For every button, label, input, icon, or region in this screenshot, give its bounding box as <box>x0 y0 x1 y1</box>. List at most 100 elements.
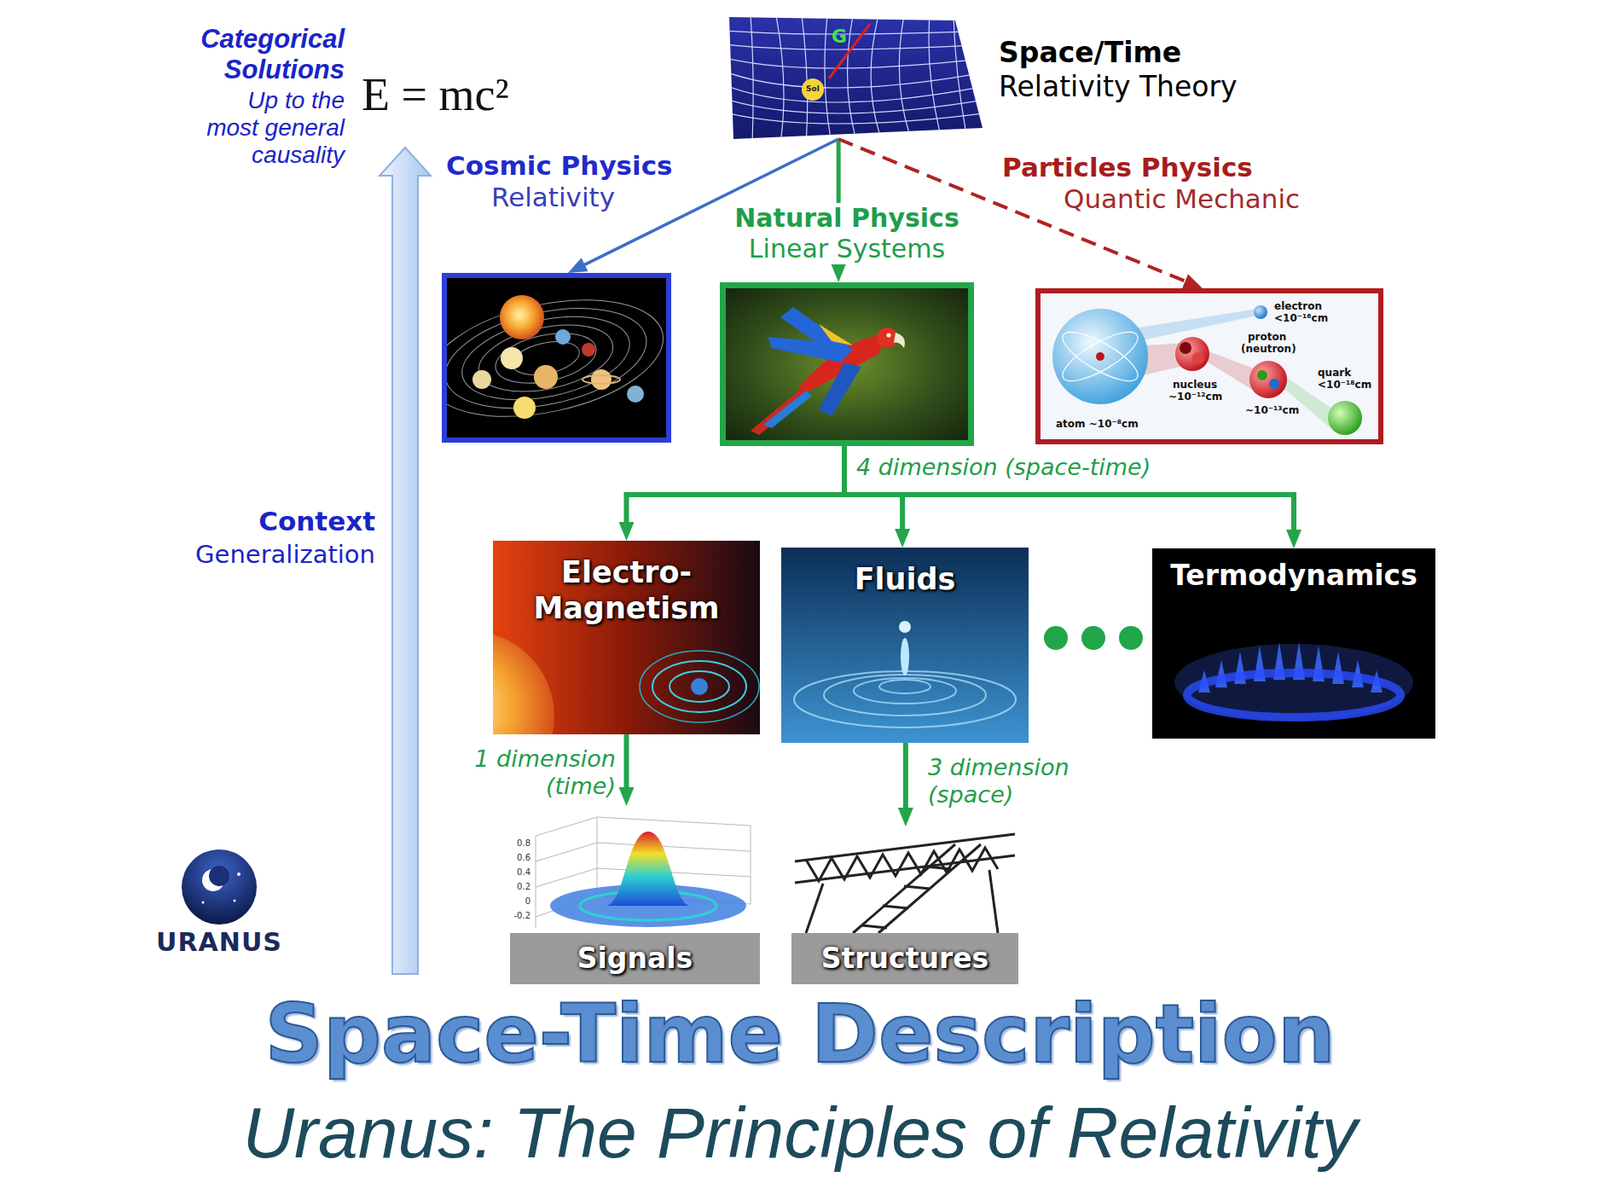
electromagnetism-picture <box>383 540 760 802</box>
heading-group: Natural PhysicsLinear Systems <box>668 202 1026 265</box>
solar-system-picture <box>417 278 674 438</box>
signals-panel: Signals <box>510 805 760 985</box>
page-title: Space-Time Description <box>0 989 1600 1079</box>
electromagnetism-picture <box>639 650 760 723</box>
particle-label: proton <box>1247 330 1287 343</box>
signal-chart-picture <box>535 868 598 887</box>
electromagnetism-panel: Electro-Magnetism <box>492 540 760 735</box>
water-drop-picture <box>794 671 1016 728</box>
truss-structure-picture <box>794 834 1015 934</box>
connector-arrow <box>844 446 1294 540</box>
spacetime-grid <box>898 15 913 144</box>
particle-label: (neutron) <box>1240 342 1297 355</box>
parrot-picture <box>725 288 969 441</box>
natural-physics-box: Natural PhysicsLinear Systems <box>719 282 974 447</box>
particle-label: nucleus <box>1172 378 1218 391</box>
parrot-picture <box>725 288 969 441</box>
solar-system-picture <box>533 365 558 389</box>
spacetime-grid <box>724 112 990 124</box>
heading-group: Cosmic PhysicsRelativity <box>443 150 676 214</box>
solar-system-picture <box>582 375 621 384</box>
spacetime-grid <box>724 71 990 88</box>
generalization-arrow <box>379 147 431 974</box>
axis-tick: 0.6 <box>510 852 531 864</box>
node-label: Fluids <box>854 561 957 598</box>
electromagnetism-picture <box>492 631 555 735</box>
signal-chart-picture <box>605 831 691 906</box>
node-label: Structures <box>821 941 989 976</box>
electromagnetism-picture <box>690 678 708 696</box>
structures-panel: Structures <box>791 826 1019 985</box>
truss-structure-picture <box>791 826 1019 985</box>
generalization-arrow <box>379 147 431 974</box>
uranus-logo <box>181 849 257 925</box>
solar-system-picture <box>591 369 612 390</box>
particle-label: <10⁻¹⁶cm <box>1274 312 1328 325</box>
atom-picture <box>1175 336 1210 372</box>
heading-group: Space/TimeRelativity Theory <box>996 35 1241 104</box>
solar-system-picture <box>581 342 596 357</box>
continuation-dots <box>1081 626 1106 650</box>
water-drop-picture <box>879 679 931 694</box>
spacetime-grid <box>724 15 990 144</box>
signal-chart-picture <box>535 817 751 928</box>
cosmic-physics-box: Cosmic PhysicsRelativity <box>441 272 672 443</box>
spacetime-grid <box>724 44 990 50</box>
continuation-dots <box>1118 626 1143 650</box>
atom-picture <box>1056 323 1145 390</box>
thermodynamics-panel: Termodynamics <box>1152 548 1436 739</box>
spacetime-grid <box>928 15 943 144</box>
spacetime-grid <box>724 85 990 103</box>
solar-system-picture <box>472 370 492 389</box>
gravity-marker: G <box>831 25 847 47</box>
logo-wordmark: URANUS <box>150 927 288 958</box>
electromagnetism-picture <box>652 660 747 713</box>
connector-label: 4 dimension (space-time) <box>854 453 1153 482</box>
water-drop-picture <box>781 547 1029 743</box>
solar-system-picture <box>626 385 644 403</box>
flame-picture <box>1152 548 1436 739</box>
solar-system-picture <box>446 280 667 435</box>
spacetime-grid <box>724 57 990 69</box>
connector-arrow <box>624 734 630 797</box>
node-subheading: Relativity Theory <box>996 69 1241 105</box>
sun-label: Sol <box>805 84 820 93</box>
uranus-logo <box>181 849 257 925</box>
spacetime-panel: Space/TimeRelativity Theory <box>726 15 987 140</box>
truss-structure-picture <box>791 933 1019 985</box>
water-drop-picture <box>823 674 986 716</box>
connector-arrow <box>626 446 846 532</box>
axis-tick: -0.2 <box>510 910 531 922</box>
signal-chart-picture <box>750 825 752 905</box>
spacetime-grid <box>824 15 832 144</box>
flame-picture <box>1187 672 1401 718</box>
parrot-picture <box>893 332 905 348</box>
water-drop-picture <box>853 678 957 704</box>
axis-tick: 0.2 <box>510 881 531 893</box>
spacetime-grid <box>724 15 990 144</box>
flame-picture <box>1152 548 1436 739</box>
connector-group <box>576 139 1294 818</box>
side-note: Up to the most general causality <box>198 86 345 170</box>
solar-system-picture <box>446 280 667 435</box>
uranus-logo <box>233 899 237 903</box>
connector-label: 3 dimension (space) <box>926 753 1091 810</box>
water-drop-picture <box>900 637 910 676</box>
node-heading: Space/Time <box>996 35 1184 70</box>
signal-chart-picture <box>597 868 751 877</box>
parrot-picture <box>818 324 853 346</box>
connector-label: 1 dimension (time) <box>452 745 618 801</box>
flame-picture <box>1174 643 1414 721</box>
connector-arrow <box>903 742 909 818</box>
signal-chart-picture <box>535 842 598 862</box>
node-label: Termodynamics <box>1170 558 1418 593</box>
signal-chart-picture <box>510 805 760 985</box>
uranus-logo <box>237 872 241 876</box>
solar-system-picture <box>454 302 638 414</box>
spacetime-grid <box>750 15 754 144</box>
particle-label: atom ~10⁻⁸cm <box>1055 417 1139 430</box>
node-subheading: Linear Systems <box>746 233 948 265</box>
signal-chart-picture <box>597 817 751 826</box>
particle-label: <10⁻¹⁸cm <box>1317 378 1372 391</box>
